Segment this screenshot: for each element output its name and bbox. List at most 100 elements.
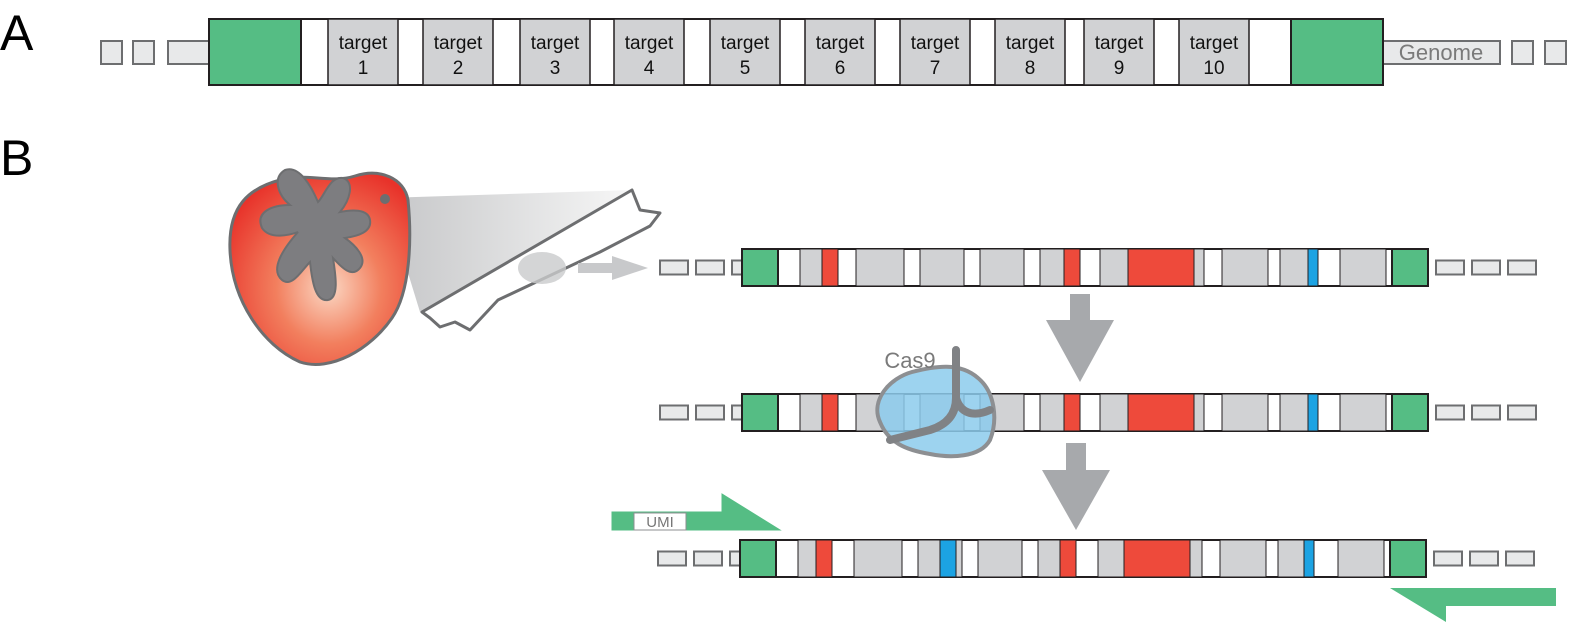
target-box [422, 18, 494, 86]
target-number: 8 [1025, 58, 1036, 79]
flank-right [1391, 248, 1429, 287]
array-unedited-state [659, 248, 1537, 287]
target-segment [1339, 393, 1387, 432]
genome-segment [731, 404, 743, 421]
down-arrow-2 [1042, 443, 1110, 530]
array-cas9-state [659, 393, 1537, 432]
target-segment [1279, 248, 1309, 287]
target-word: target [911, 33, 960, 54]
target-segment [1039, 393, 1065, 432]
genome-segment [657, 550, 687, 567]
target-word: target [721, 33, 770, 54]
target-number: 6 [835, 58, 846, 79]
cell-nucleus [518, 252, 566, 284]
target-word: target [1006, 33, 1055, 54]
cas9-label: Cas9 [884, 348, 935, 373]
flank-left [739, 539, 777, 578]
deletion-edit [821, 393, 839, 432]
insertion-edit [1307, 393, 1319, 432]
insertion-edit [1303, 539, 1315, 578]
target-segment [919, 248, 965, 287]
umi-box [633, 512, 687, 531]
target-word: target [339, 33, 388, 54]
flank-left [741, 393, 779, 432]
target-number: 10 [1203, 58, 1224, 79]
genome-segment [659, 259, 689, 276]
cas9-complex: Cas9 [875, 346, 997, 459]
target-segment [1221, 393, 1269, 432]
genome-segment [695, 259, 725, 276]
deletion-edit [815, 539, 833, 578]
target-number: 7 [930, 58, 941, 79]
target-segment [1277, 539, 1307, 578]
flank-right [1290, 18, 1384, 86]
flank-left [208, 18, 302, 86]
target-box [899, 18, 971, 86]
target-segment [853, 539, 903, 578]
flank-left [741, 248, 779, 287]
genome-segment [132, 40, 155, 65]
target-box [613, 18, 685, 86]
genome-segment [100, 40, 123, 65]
array-outline [741, 248, 1429, 287]
target-word: target [625, 33, 674, 54]
genome-segment [695, 404, 725, 421]
target-box [327, 18, 399, 86]
target-box [1178, 18, 1250, 86]
genome-segment [659, 404, 689, 421]
target-word: target [531, 33, 580, 54]
target-box [804, 18, 876, 86]
genome-segment [1433, 550, 1463, 567]
genome-segment [1507, 404, 1537, 421]
target-box [1083, 18, 1155, 86]
target-row: target1target2target3target4target5targe… [327, 18, 1250, 86]
target-segment [1337, 539, 1385, 578]
array-outline [739, 539, 1427, 578]
target-segment [1037, 539, 1063, 578]
genome-segment [1435, 259, 1465, 276]
target-number: 1 [358, 58, 369, 79]
genome-segment [1511, 40, 1534, 65]
umi-label: UMI [646, 514, 674, 531]
panel-label-b: B [0, 130, 33, 186]
flank-right [1391, 393, 1429, 432]
target-1: target 1 [327, 18, 399, 86]
genome-segment [1544, 40, 1567, 65]
genome-segment [1435, 404, 1465, 421]
deletion-edit [1063, 393, 1081, 432]
target-6: target 6 [804, 18, 876, 86]
target-segment [799, 393, 823, 432]
cell-arrow-shaft [578, 263, 614, 273]
target-8: target 8 [994, 18, 1066, 86]
target-number: 5 [740, 58, 751, 79]
target-5: target 5 [709, 18, 781, 86]
heart-vessels [259, 168, 372, 302]
target-word: target [1095, 33, 1144, 54]
target-segment [1189, 539, 1203, 578]
forward-primer: UMI [611, 493, 782, 531]
heart-organ [228, 168, 412, 366]
target-segment [1099, 248, 1129, 287]
target-number: 2 [453, 58, 464, 79]
deletion-edit [1127, 248, 1195, 287]
deletion-edit [1059, 539, 1077, 578]
sampled-cell-dot [380, 194, 390, 204]
target-segment [1219, 539, 1267, 578]
panel-a-barcode-array: Genome target1target2target3target4targe… [100, 18, 1567, 86]
target-word: target [816, 33, 865, 54]
target-segment [1039, 248, 1065, 287]
reverse-primer [1390, 588, 1556, 622]
target-segment [1279, 393, 1309, 432]
target-7: target 7 [899, 18, 971, 86]
insertion-edit [1307, 248, 1319, 287]
target-segment [855, 248, 905, 287]
deletion-edit [1063, 248, 1081, 287]
target-segment [977, 539, 1023, 578]
array-outline [741, 393, 1429, 432]
genome-segment [1471, 259, 1501, 276]
insertion-edit [939, 539, 957, 578]
